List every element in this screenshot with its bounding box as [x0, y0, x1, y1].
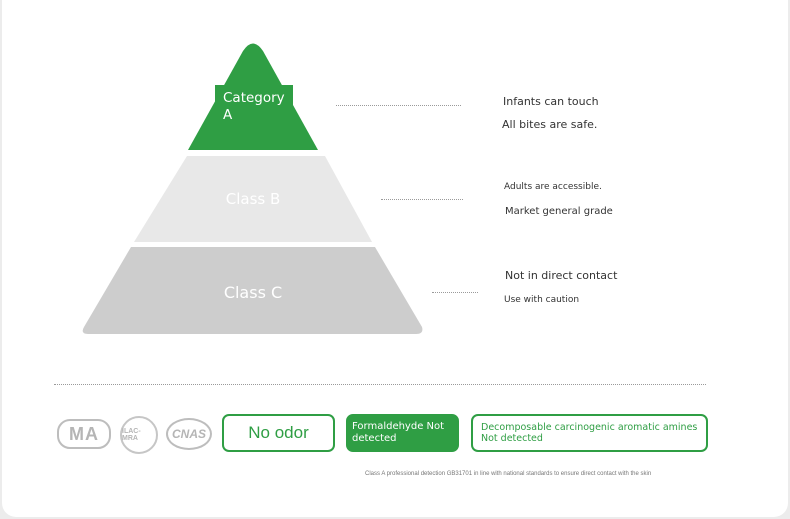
tier-b-label: Class B [225, 190, 281, 208]
standard-footnote: Class A professional detection GB31701 i… [365, 471, 652, 477]
tier-a-desc-1: Infants can touch [503, 95, 599, 108]
formaldehyde-badge: Formaldehyde Not detected [346, 414, 459, 452]
tier-b-desc-2: Market general grade [505, 206, 613, 217]
tier-a-label: Category A [215, 85, 293, 125]
no-odor-badge: No odor [222, 414, 335, 452]
tier-c-desc-2: Use with caution [504, 295, 580, 305]
cnas-logo: CNAS [166, 418, 212, 450]
tier-c-desc-1: Not in direct contact [505, 269, 618, 282]
section-separator [54, 384, 706, 385]
ilac-mra-logo: ILAC-MRA [120, 416, 158, 454]
tier-b-leader [381, 199, 463, 200]
aromatic-amines-badge: Decomposable carcinogenic aromatic amine… [471, 414, 708, 452]
tier-b-shape [134, 156, 372, 242]
tier-c-shape [82, 247, 423, 334]
tier-b-desc-1: Adults are accessible. [504, 182, 602, 192]
tier-c-label: Class C [223, 283, 283, 302]
tier-c-leader [432, 292, 478, 293]
tier-a-desc-2: All bites are safe. [502, 118, 598, 131]
cma-logo: MA [57, 419, 111, 449]
tier-a-leader [336, 105, 461, 106]
